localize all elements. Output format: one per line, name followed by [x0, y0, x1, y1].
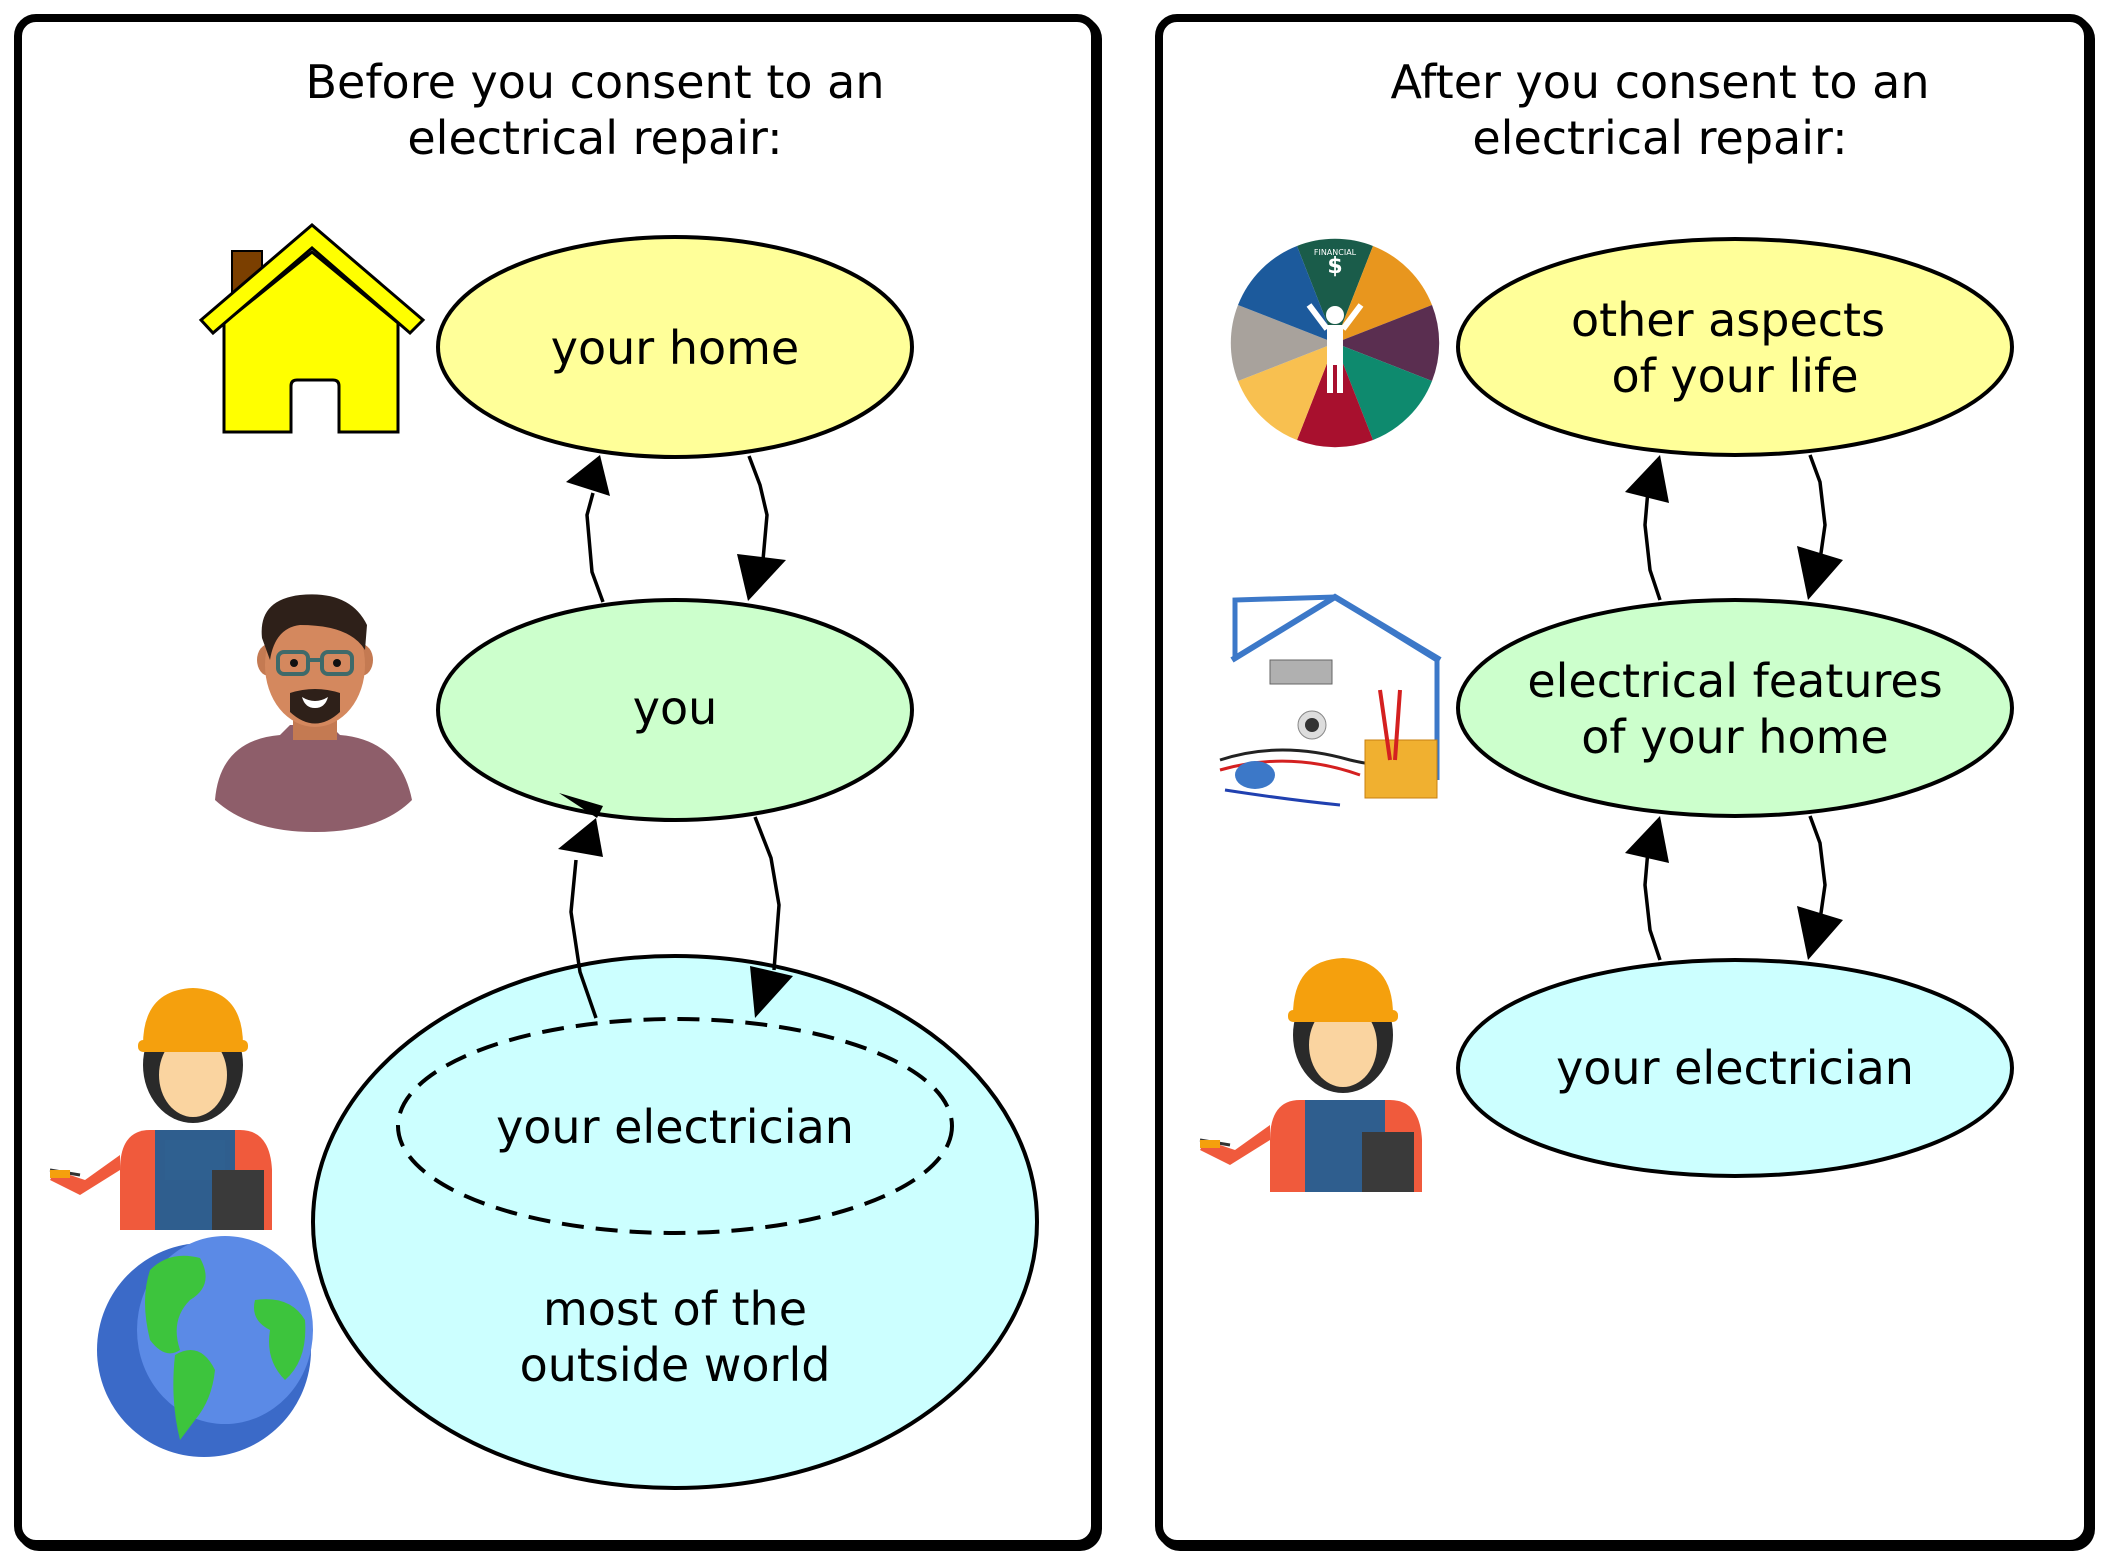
edge-features-to-electrician — [1797, 815, 1843, 960]
node-electrician-right — [1456, 958, 2014, 1178]
node-you — [436, 598, 914, 822]
edge-electrician-to-you — [558, 793, 603, 1019]
node-home — [436, 235, 914, 459]
after-title-line2: electrical repair: — [1472, 111, 1848, 165]
node-electrician-dashed — [396, 1017, 954, 1235]
edge-you-to-electrician — [750, 816, 793, 1018]
after-title-line1: After you consent to an — [1390, 55, 1930, 109]
node-home-label: your home — [551, 321, 799, 375]
wellness-wheel-icon: $ FINANCIAL — [1230, 238, 1440, 448]
node-you-label: you — [633, 681, 718, 735]
node-electrician-label: your electrician — [496, 1100, 854, 1154]
edge-home-to-you — [737, 455, 786, 601]
node-features-label-line2: of your home — [1581, 710, 1888, 764]
node-world — [311, 954, 1039, 1490]
node-life-label-line1: other aspects — [1571, 293, 1885, 347]
edge-electrician-to-features — [1625, 816, 1669, 961]
before-title-line1: Before you consent to an — [305, 55, 885, 109]
before-panel-title: Before you consent to an electrical repa… — [200, 54, 990, 166]
node-life-label-line2: of your life — [1611, 349, 1858, 403]
before-title-line2: electrical repair: — [407, 111, 783, 165]
node-features — [1456, 598, 2014, 818]
node-features-label-line1: electrical features — [1527, 654, 1942, 708]
node-life — [1456, 237, 2014, 457]
house-icon — [198, 223, 426, 434]
person-avatar-icon — [215, 594, 412, 832]
edge-features-to-life — [1625, 455, 1669, 601]
node-electrician-right-label: your electrician — [1556, 1041, 1914, 1095]
node-world-label-line2: outside world — [520, 1338, 831, 1392]
edge-you-to-home — [566, 455, 610, 603]
electrician-icon-right — [1199, 958, 1422, 1192]
wheel-label-financial: FINANCIAL — [1314, 248, 1357, 257]
edge-life-to-features — [1797, 454, 1843, 600]
svg-text:$: $ — [1327, 254, 1342, 279]
globe-icon — [97, 1236, 313, 1457]
after-panel-title: After you consent to an electrical repai… — [1255, 54, 2065, 166]
electrician-icon — [49, 988, 272, 1230]
node-world-label-line1: most of the — [543, 1282, 807, 1336]
home-wiring-icon — [1219, 593, 1442, 807]
